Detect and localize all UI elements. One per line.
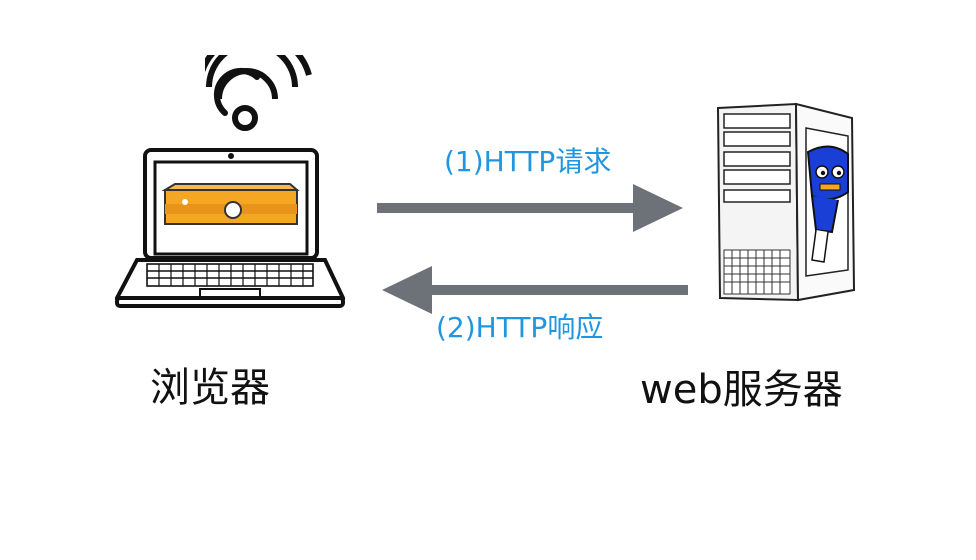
response-label: (2)HTTP响应 [436, 311, 604, 344]
browser-label: 浏览器 [150, 365, 270, 411]
server-tower-icon [716, 102, 856, 302]
mascot-figure [806, 145, 849, 263]
request-arrow [377, 184, 683, 232]
server-label: web服务器 [640, 367, 843, 413]
laptop-icon [115, 148, 345, 308]
wifi-icon [205, 55, 312, 131]
response-arrow [382, 266, 688, 314]
screen-artwork [161, 183, 300, 225]
request-label: (1)HTTP请求 [444, 145, 612, 178]
